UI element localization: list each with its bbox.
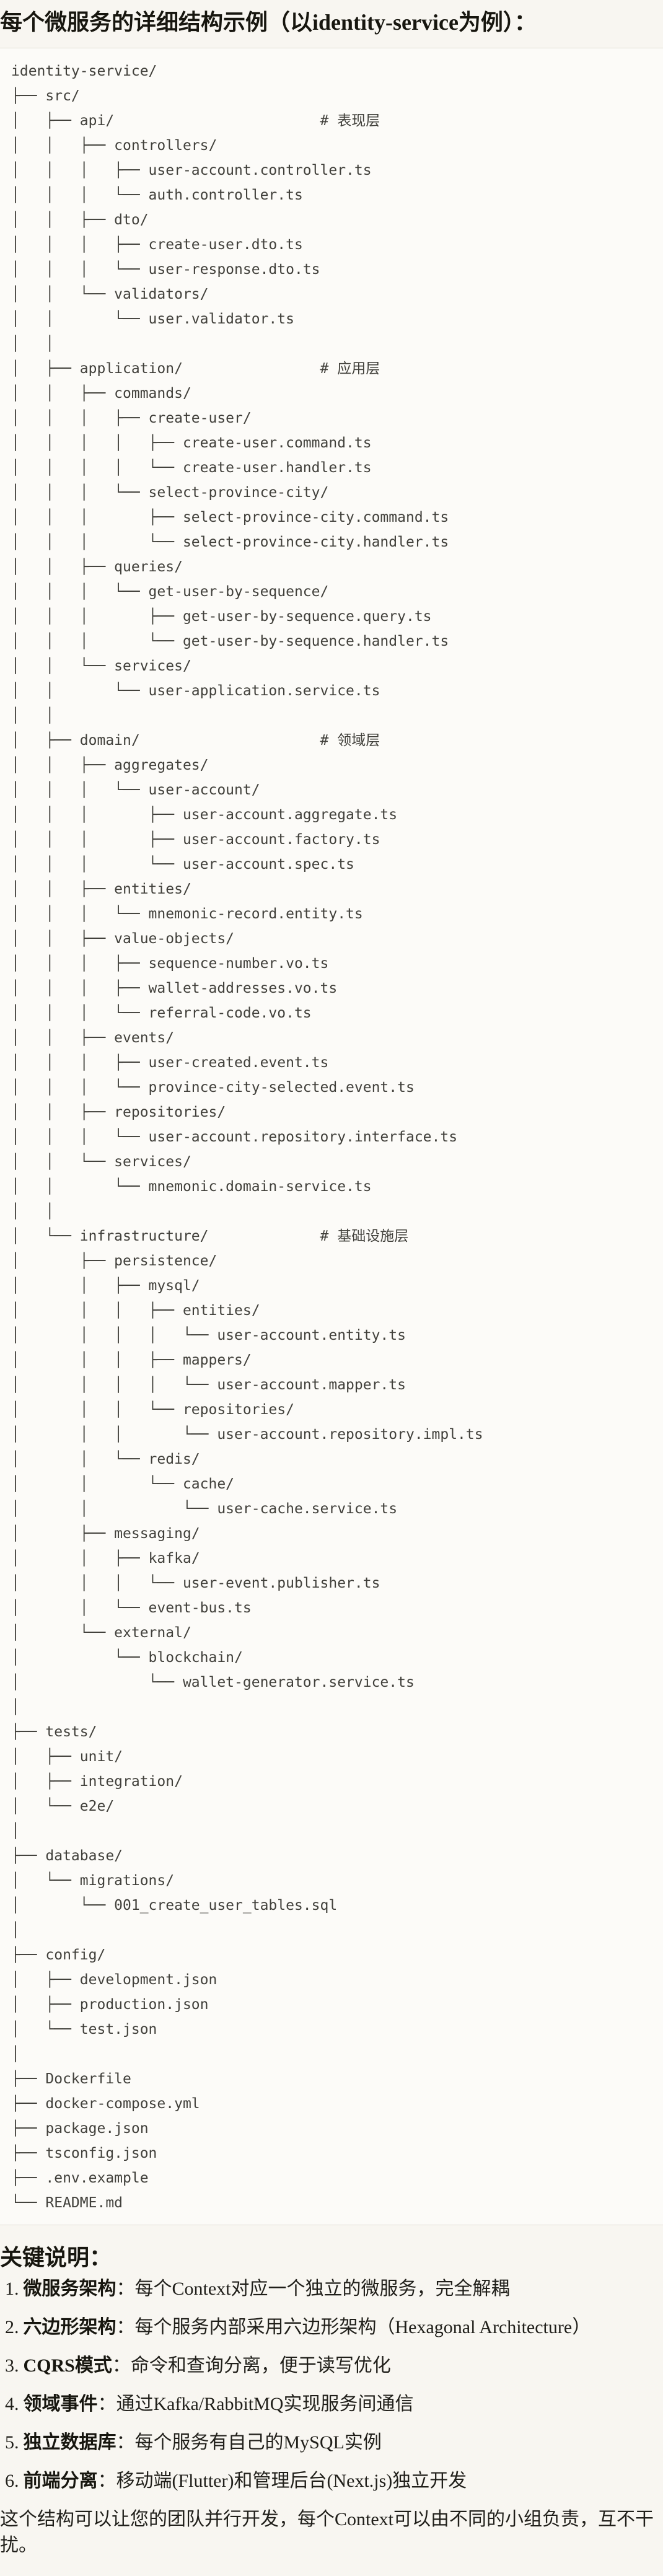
item-desc: ：每个服务有自己的MySQL实例 xyxy=(116,2432,382,2453)
list-item: 5.独立数据库：每个服务有自己的MySQL实例 xyxy=(5,2430,663,2456)
item-desc: ：每个服务内部采用六边形架构（Hexagonal Architecture） xyxy=(116,2317,591,2337)
item-term: 独立数据库 xyxy=(23,2432,116,2453)
list-item: 2.六边形架构：每个服务内部采用六边形架构（Hexagonal Architec… xyxy=(5,2314,663,2341)
item-desc: ：移动端(Flutter)和管理后台(Next.js)独立开发 xyxy=(97,2471,467,2491)
list-item: 1.微服务架构：每个Context对应一个独立的微服务，完全解耦 xyxy=(5,2276,663,2302)
list-item: 3.CQRS模式：命令和查询分离，便于读写优化 xyxy=(5,2353,663,2379)
item-desc: ：通过Kafka/RabbitMQ实现服务间通信 xyxy=(97,2394,414,2414)
item-term: 前端分离 xyxy=(23,2471,98,2491)
notes-heading: 关键说明： xyxy=(0,2245,112,2270)
item-term: 微服务架构 xyxy=(23,2279,116,2299)
footer-paragraph: 这个结构可以让您的团队并行开发，每个Context可以由不同的小组负责，互不干扰… xyxy=(0,2509,654,2556)
item-term: 领域事件 xyxy=(23,2394,98,2414)
item-number: 2. xyxy=(5,2317,19,2337)
list-item: 6.前端分离：移动端(Flutter)和管理后台(Next.js)独立开发 xyxy=(5,2468,663,2494)
directory-tree-code-block: identity-service/ ├── src/ │ ├── api/ # … xyxy=(0,48,663,2225)
item-number: 5. xyxy=(5,2432,19,2453)
notes-list: 1.微服务架构：每个Context对应一个独立的微服务，完全解耦 2.六边形架构… xyxy=(0,2276,663,2494)
item-number: 4. xyxy=(5,2394,19,2414)
item-desc: ：每个Context对应一个独立的微服务，完全解耦 xyxy=(116,2279,510,2299)
list-item: 4.领域事件：通过Kafka/RabbitMQ实现服务间通信 xyxy=(5,2391,663,2417)
item-number: 1. xyxy=(5,2279,19,2299)
item-term: 六边形架构 xyxy=(23,2317,116,2337)
item-desc: ：命令和查询分离，便于读写优化 xyxy=(112,2355,391,2376)
document: 每个微服务的详细结构示例（以identity-service为例）： ident… xyxy=(0,9,663,2559)
directory-tree: identity-service/ ├── src/ │ ├── api/ # … xyxy=(11,63,483,2211)
page-title: 每个微服务的详细结构示例（以identity-service为例）： xyxy=(0,10,537,35)
item-term: CQRS模式 xyxy=(23,2355,112,2376)
item-number: 3. xyxy=(5,2355,19,2376)
item-number: 6. xyxy=(5,2471,19,2491)
